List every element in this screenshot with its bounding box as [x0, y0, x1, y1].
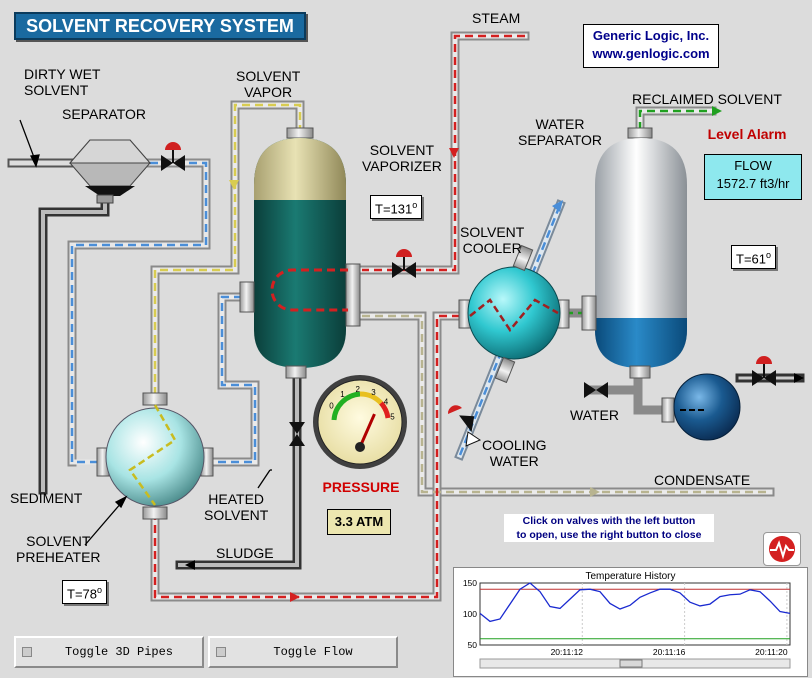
alarm-monitor-button[interactable] — [763, 532, 801, 566]
pressure-value: 3.3 ATM — [327, 509, 391, 535]
gauge-ticks: 01 2 345 — [329, 385, 395, 421]
valve-instructions: Click on valves with the left button to … — [504, 514, 714, 542]
gauge-tick-label: 4 — [384, 398, 389, 407]
flow-label: FLOW — [734, 158, 772, 173]
label-solvent-vaporizer: SOLVENT VAPORIZER — [362, 142, 442, 174]
instructions-line-2: to open, use the right button to close — [516, 529, 702, 541]
label-water-separator: WATER SEPARATOR — [518, 116, 603, 148]
gauge-needle — [358, 413, 376, 448]
gauge-tick-label: 0 — [329, 402, 334, 411]
y-tick-label: 150 — [463, 578, 477, 588]
label-condensate: CONDENSATE — [654, 472, 751, 488]
valve-steam[interactable] — [392, 249, 416, 278]
valve-separator-outlet[interactable] — [161, 142, 185, 171]
company-box[interactable]: Generic Logic, Inc. www.genlogic.com — [583, 24, 719, 68]
label-heated-solvent: HEATED SOLVENT — [204, 491, 269, 523]
label-sediment: SEDIMENT — [10, 490, 83, 506]
y-tick-label: 50 — [468, 640, 478, 650]
gauge-tick-label: 5 — [390, 412, 395, 421]
plot-area — [479, 582, 791, 646]
chart-scrollbar-thumb[interactable] — [619, 659, 643, 668]
valve-sludge[interactable] — [289, 422, 305, 446]
company-url[interactable]: www.genlogic.com — [592, 46, 710, 61]
solvent-cooler — [458, 244, 570, 384]
label-reclaimed-solvent: RECLAIMED SOLVENT — [632, 91, 782, 107]
solvent-preheater — [96, 392, 214, 520]
checkbox-icon — [22, 647, 32, 657]
chart-plot: 150 100 50 20:11:12 20:11:16 20:11:20 — [463, 578, 791, 669]
label-steam: STEAM — [472, 10, 521, 26]
pressure-gauge: 01 2 345 — [313, 375, 407, 469]
leader-lines — [19, 119, 272, 546]
title-banner: SOLVENT RECOVERY SYSTEM — [14, 12, 306, 40]
x-tick-label: 20:11:20 — [755, 647, 788, 657]
label-separator: SEPARATOR — [62, 106, 147, 122]
label-water: WATER — [570, 407, 619, 423]
flow-value: 1572.7 ft3/hr — [716, 176, 790, 191]
label-sludge: SLUDGE — [216, 545, 274, 561]
valve-water-outlet[interactable] — [752, 356, 776, 386]
valve-cooling-water[interactable] — [447, 405, 482, 447]
water-tank — [661, 373, 741, 441]
preheater-temp-readout: T=78o — [62, 580, 108, 605]
label-solvent-preheater: SOLVENT PREHEATER — [16, 533, 101, 565]
label-solvent-vapor: SOLVENT VAPOR — [236, 68, 301, 100]
instructions-line-1: Click on valves with the left button — [522, 515, 696, 527]
level-alarm: Level Alarm — [707, 126, 787, 142]
pressure-label: PRESSURE — [322, 479, 400, 495]
chart-title: Temperature History — [585, 571, 676, 582]
water-separator-vessel — [581, 127, 687, 379]
water-separator-temp-readout: T=61o — [731, 245, 777, 270]
toggle-flow-button[interactable]: Toggle Flow — [208, 636, 398, 668]
checkbox-icon — [216, 647, 226, 657]
company-name: Generic Logic, Inc. — [592, 28, 710, 43]
gauge-tick-label: 2 — [355, 385, 360, 394]
gauge-tick-label: 3 — [371, 388, 376, 397]
heartbeat-icon — [769, 536, 795, 562]
solvent-vaporizer-vessel — [239, 127, 361, 379]
x-tick-label: 20:11:12 — [551, 647, 584, 657]
y-tick-label: 100 — [463, 609, 477, 619]
label-cooling-water: COOLING WATER — [482, 437, 547, 469]
label-dirty-wet-solvent: DIRTY WET SOLVENT — [24, 66, 101, 98]
x-tick-label: 20:11:16 — [653, 647, 686, 657]
valve-water[interactable] — [584, 382, 608, 398]
toggle-3d-pipes-button[interactable]: Toggle 3D Pipes — [14, 636, 204, 668]
page-title: SOLVENT RECOVERY SYSTEM — [26, 16, 294, 36]
vaporizer-temp-readout: T=131o — [370, 195, 423, 220]
temperature-history-chart: Temperature History 150 100 50 20:11:12 20:1… — [453, 567, 808, 677]
flow-readout: FLOW 1572.7 ft3/hr — [704, 154, 802, 200]
label-solvent-cooler: SOLVENT COOLER — [460, 224, 525, 256]
temperature-series-line — [479, 582, 791, 623]
separator-vessel — [68, 139, 152, 204]
gauge-tick-label: 1 — [340, 390, 345, 399]
